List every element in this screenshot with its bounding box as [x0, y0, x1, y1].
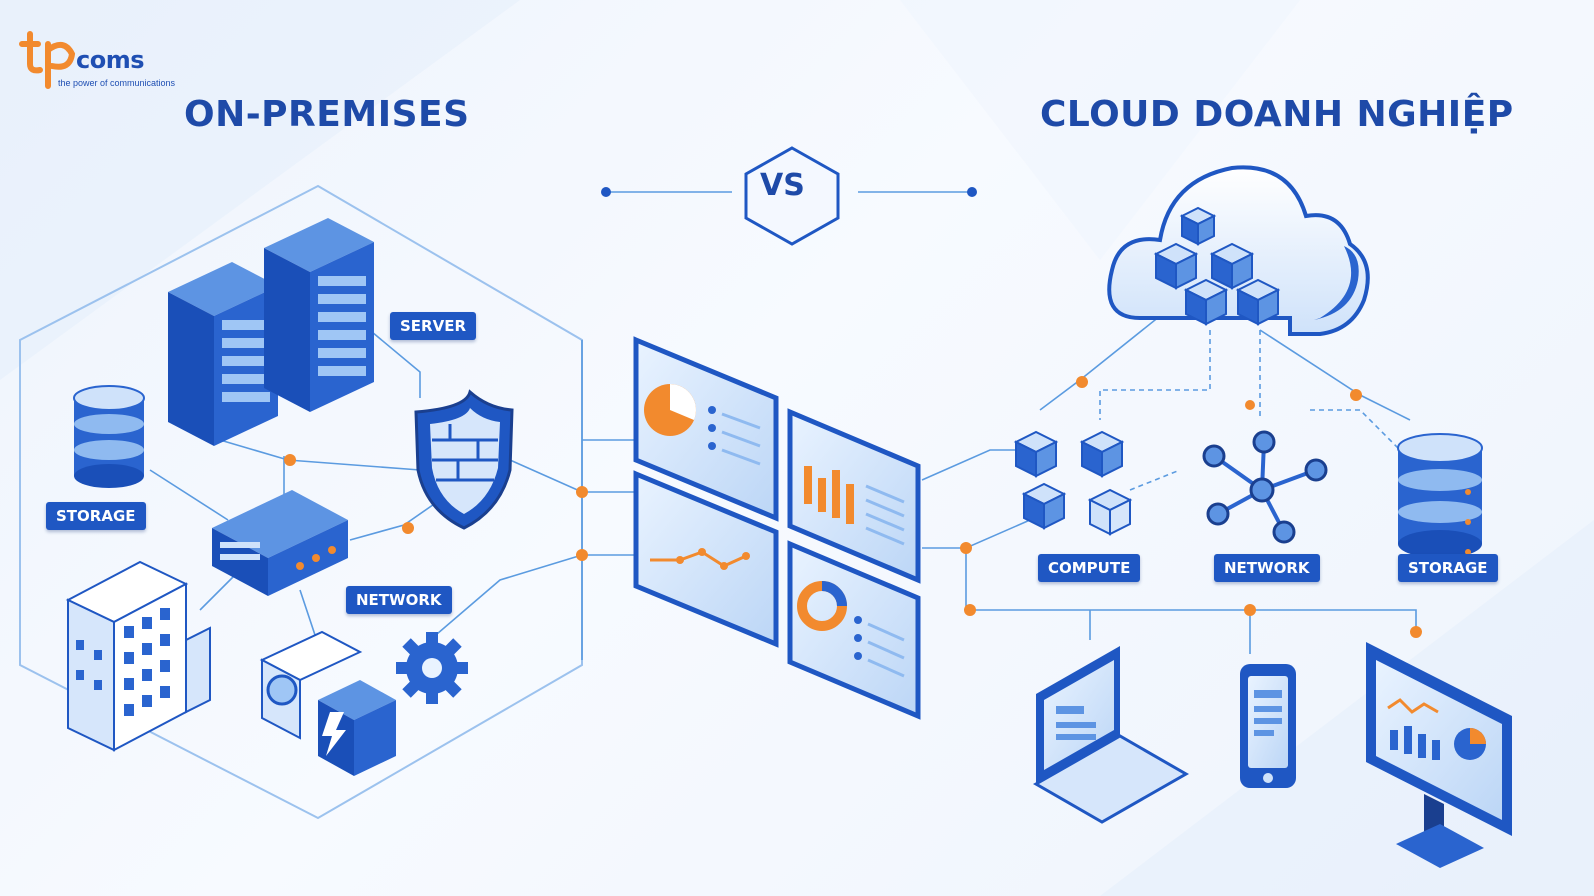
- mobile-phone-icon: [1240, 664, 1296, 788]
- vs-label: VS: [760, 168, 805, 203]
- office-building-icon: [65, 560, 211, 752]
- storage-icon-right: [1397, 433, 1483, 558]
- dashboard-bar-panel: [787, 408, 921, 584]
- cloud-title: CLOUD DOANH NGHIỆP: [1040, 94, 1514, 135]
- network-switch-icon: [212, 490, 348, 596]
- compute-label: COMPUTE: [1038, 554, 1141, 582]
- logo: coms the power of communications: [18, 30, 178, 100]
- network-nodes-icon: [1202, 430, 1328, 544]
- logo-mark: [19, 31, 76, 89]
- vs-hexagon: [744, 146, 840, 246]
- power-cooling-unit-icon: [259, 630, 396, 776]
- server-label: SERVER: [390, 312, 477, 340]
- network-label-left: NETWORK: [346, 586, 452, 614]
- logo-tagline: the power of communications: [58, 78, 176, 88]
- cloud-icon: [1107, 165, 1370, 336]
- storage-label-left: STORAGE: [46, 502, 146, 530]
- gear-icon: [396, 632, 468, 704]
- on-premises-title: ON-PREMISES: [184, 94, 470, 135]
- logo-brand-text: coms: [76, 46, 145, 74]
- monitor-icon: [1366, 642, 1512, 868]
- network-label-right: NETWORK: [1214, 554, 1320, 582]
- laptop-icon: [1032, 646, 1190, 824]
- connection-lines: [149, 191, 1417, 660]
- dashboard-panels: [633, 336, 921, 720]
- server-rack-icon: [168, 218, 374, 446]
- dashboard-line-panel: [633, 470, 779, 648]
- storage-icon-left: [73, 385, 145, 488]
- dashboard-donut-panel: [787, 540, 921, 720]
- dashboard-pie-panel: [633, 336, 779, 522]
- storage-label-right: STORAGE: [1398, 554, 1498, 582]
- compute-cubes-icon: [1013, 430, 1133, 536]
- firewall-shield-icon: [414, 389, 514, 530]
- connection-dots: [284, 187, 1422, 638]
